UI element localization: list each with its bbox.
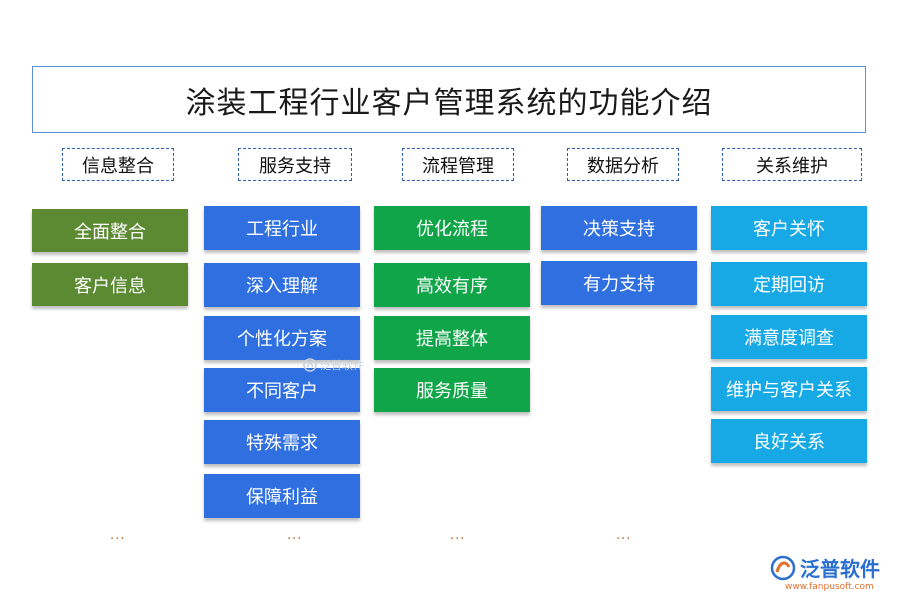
feature-box: 维护与客户关系 (711, 367, 867, 411)
feature-box: 工程行业 (204, 206, 360, 250)
feature-box: 定期回访 (711, 262, 867, 306)
category-header: 数据分析 (567, 148, 679, 181)
feature-box: 保障利益 (204, 474, 360, 518)
feature-box: 全面整合 (32, 209, 188, 252)
feature-box: 特殊需求 (204, 420, 360, 464)
ellipsis: ... (450, 528, 466, 543)
page-title: 涂装工程行业客户管理系统的功能介绍 (32, 66, 866, 133)
feature-box: 个性化方案 (204, 316, 360, 360)
feature-box: 不同客户 (204, 368, 360, 412)
feature-box: 提高整体 (374, 316, 530, 360)
feature-box: 有力支持 (541, 261, 697, 305)
brand-logo: 泛普软件 (770, 553, 880, 582)
feature-box: 优化流程 (374, 206, 530, 250)
watermark-text: 泛普软件 (320, 359, 364, 372)
feature-box: 决策支持 (541, 206, 697, 250)
ellipsis: ... (110, 528, 126, 543)
category-header: 信息整合 (62, 148, 174, 181)
category-header: 服务支持 (238, 148, 352, 181)
brand-url: www.fanpusoft.com (785, 582, 874, 592)
watermark: 泛普软件 (303, 357, 364, 373)
brand-logo-icon (770, 555, 796, 580)
feature-box: 满意度调查 (711, 315, 867, 359)
ellipsis: ... (287, 528, 303, 543)
watermark-logo-icon (303, 358, 317, 372)
category-header: 流程管理 (402, 148, 514, 181)
brand-name: 泛普软件 (800, 557, 880, 581)
feature-box: 良好关系 (711, 419, 867, 463)
feature-box: 客户信息 (32, 263, 188, 306)
feature-box: 高效有序 (374, 263, 530, 307)
feature-box: 深入理解 (204, 263, 360, 307)
feature-box: 服务质量 (374, 368, 530, 412)
category-header: 关系维护 (722, 148, 862, 181)
ellipsis: ... (616, 528, 632, 543)
feature-box: 客户关怀 (711, 206, 867, 250)
